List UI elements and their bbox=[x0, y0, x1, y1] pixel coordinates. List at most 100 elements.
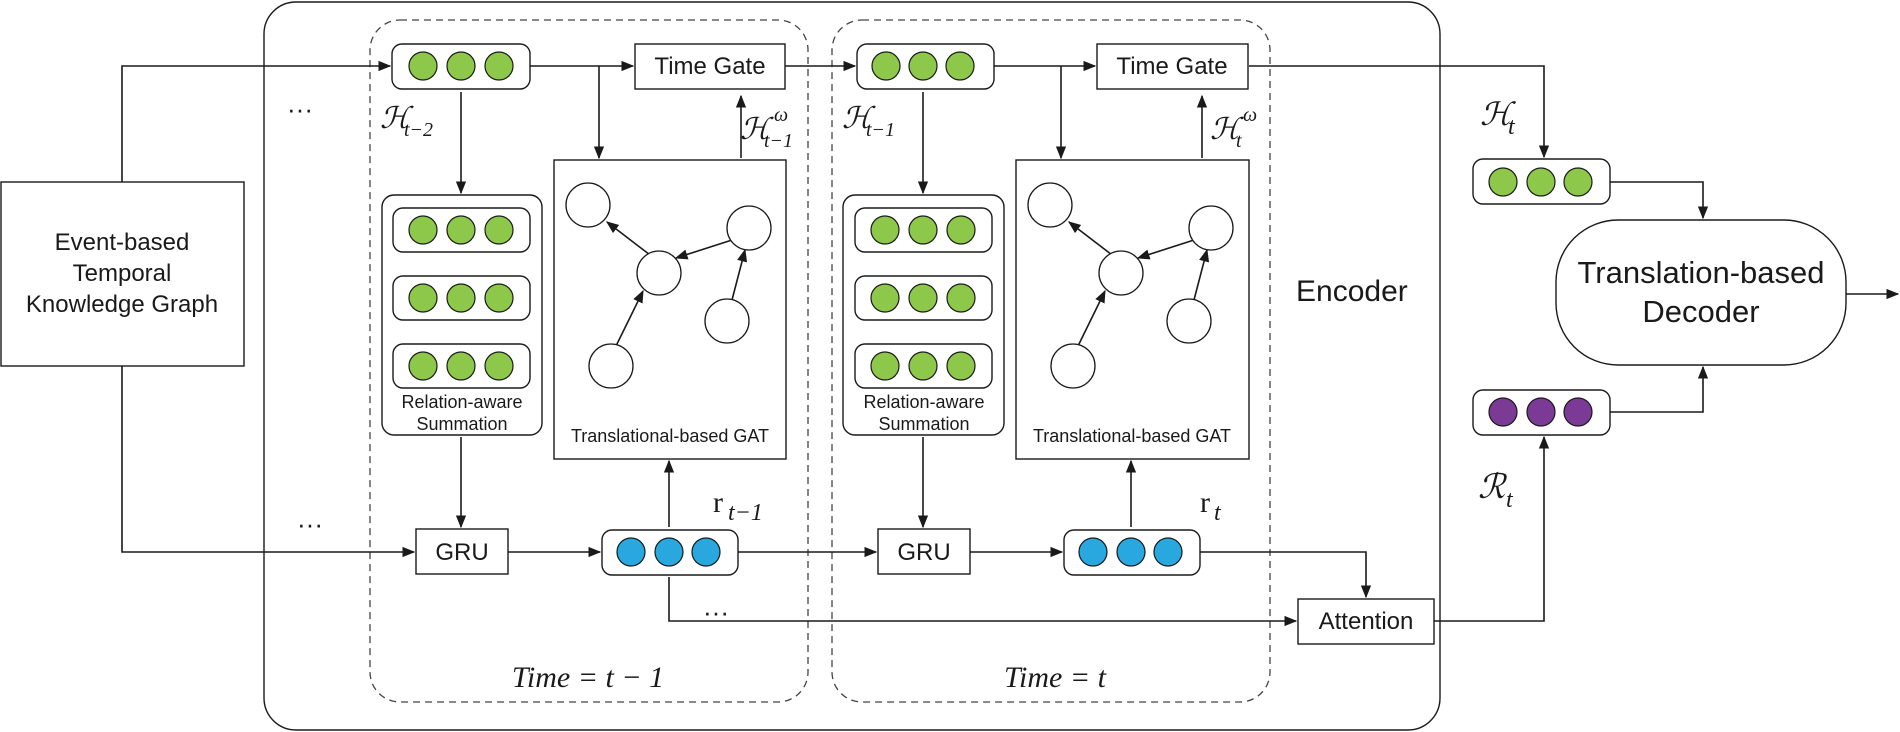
ellipsis-top: ··· bbox=[287, 94, 313, 124]
gru-t-minus-1: GRU bbox=[415, 528, 509, 575]
entity-dot bbox=[1488, 167, 1518, 197]
svg-text:t−2: t−2 bbox=[404, 119, 433, 141]
entity-dot bbox=[408, 51, 438, 81]
entity-dot bbox=[908, 283, 938, 313]
relation-dot bbox=[1116, 537, 1146, 567]
entity-dot bbox=[946, 215, 976, 245]
svg-text:Summation: Summation bbox=[878, 414, 969, 434]
svg-text:ℋ: ℋ bbox=[842, 102, 876, 135]
label-R-t: ℛ t bbox=[1478, 469, 1514, 513]
svg-text:ω: ω bbox=[774, 104, 788, 126]
gat-node bbox=[1050, 343, 1096, 389]
gru-t: GRU bbox=[877, 528, 971, 575]
entity-dot bbox=[408, 351, 438, 381]
entity-dot bbox=[484, 215, 514, 245]
relation-dot bbox=[616, 537, 646, 567]
source-label-line2: Temporal bbox=[73, 260, 172, 287]
time-label-prev: Time = t − 1 bbox=[512, 661, 664, 694]
relation-dot bbox=[654, 537, 684, 567]
svg-text:Relation-aware: Relation-aware bbox=[401, 392, 522, 412]
entity-dot bbox=[870, 215, 900, 245]
entity-dot bbox=[408, 215, 438, 245]
svg-text:t−1: t−1 bbox=[866, 119, 895, 141]
svg-text:t: t bbox=[1506, 487, 1514, 513]
entity-dot bbox=[446, 351, 476, 381]
entity-dot bbox=[908, 51, 938, 81]
svg-text:t: t bbox=[1508, 114, 1516, 140]
decoder-box: Translation-based Decoder bbox=[1555, 219, 1847, 366]
entity-dot bbox=[946, 283, 976, 313]
entity-dot bbox=[446, 215, 476, 245]
source-label-line1: Event-based bbox=[55, 229, 190, 256]
svg-text:ℛ: ℛ bbox=[1478, 469, 1508, 506]
relation-embedding-t bbox=[1063, 529, 1201, 576]
relation-output-dot bbox=[1526, 397, 1556, 427]
encoder-label: Encoder bbox=[1296, 275, 1408, 308]
svg-text:t: t bbox=[1236, 130, 1242, 152]
entity-dot bbox=[908, 215, 938, 245]
ellipsis-mid: ··· bbox=[297, 509, 323, 539]
svg-text:Summation: Summation bbox=[416, 414, 507, 434]
gat-node bbox=[726, 205, 772, 251]
entity-dot bbox=[908, 351, 938, 381]
entity-dot bbox=[446, 51, 476, 81]
svg-text:r: r bbox=[1200, 486, 1210, 519]
entity-dot bbox=[945, 51, 975, 81]
svg-text:Attention: Attention bbox=[1319, 608, 1414, 635]
svg-text:Translational-based GAT: Translational-based GAT bbox=[1033, 426, 1231, 446]
decoder-label-line2: Decoder bbox=[1642, 294, 1759, 329]
svg-text:ℋ: ℋ bbox=[1210, 113, 1244, 146]
label-Hw-t-minus-1: ℋ ω t−1 bbox=[740, 104, 793, 152]
entity-dot bbox=[1526, 167, 1556, 197]
gat-block-t: Translational-based GAT bbox=[1015, 159, 1250, 460]
entity-dot bbox=[870, 283, 900, 313]
gat-node bbox=[1166, 298, 1212, 344]
label-H-t-minus-2: ℋ t−2 bbox=[380, 102, 433, 141]
entity-dot bbox=[408, 283, 438, 313]
entity-dot bbox=[946, 351, 976, 381]
entity-dot bbox=[484, 51, 514, 81]
entity-output-embedding bbox=[1472, 158, 1611, 205]
relation-aware-summation-t: Relation-aware Summation bbox=[842, 194, 1005, 436]
entity-dot bbox=[870, 351, 900, 381]
relation-embedding-t-minus-1 bbox=[601, 529, 739, 576]
time-gate-t-minus-1: Time Gate bbox=[634, 43, 786, 90]
gat-node bbox=[1188, 205, 1234, 251]
gat-node bbox=[565, 182, 611, 228]
relation-output-dot bbox=[1488, 397, 1518, 427]
time-label-cur: Time = t bbox=[1004, 661, 1107, 694]
gat-node bbox=[636, 250, 682, 296]
gat-node bbox=[588, 343, 634, 389]
source-label-line3: Knowledge Graph bbox=[26, 291, 218, 318]
entity-dot bbox=[484, 283, 514, 313]
source-kg-box: Event-based Temporal Knowledge Graph bbox=[0, 181, 245, 367]
decoder-label-line1: Translation-based bbox=[1578, 255, 1825, 290]
gat-block-t-minus-1: Translational-based GAT bbox=[553, 159, 787, 460]
svg-text:Time Gate: Time Gate bbox=[1116, 53, 1227, 80]
entity-dot bbox=[484, 351, 514, 381]
svg-text:Translational-based GAT: Translational-based GAT bbox=[571, 426, 769, 446]
relation-dot bbox=[1153, 537, 1183, 567]
label-r-t: r t bbox=[1200, 486, 1222, 526]
svg-text:t−1: t−1 bbox=[728, 500, 763, 526]
timestep-frame-cur bbox=[831, 19, 1271, 703]
relation-aware-summation-t-minus-1: Relation-aware Summation bbox=[381, 194, 543, 436]
svg-text:ℋ: ℋ bbox=[1480, 96, 1516, 132]
gat-node bbox=[1027, 182, 1073, 228]
svg-text:Relation-aware: Relation-aware bbox=[863, 392, 984, 412]
relation-dot bbox=[1078, 537, 1108, 567]
entity-dot bbox=[1563, 167, 1593, 197]
connection-lines bbox=[121, 60, 1900, 627]
entity-embedding-t-minus-1 bbox=[856, 43, 995, 90]
relation-dot bbox=[691, 537, 721, 567]
label-r-t-minus-1: r t−1 bbox=[713, 486, 763, 526]
entity-embedding-t-minus-2 bbox=[391, 43, 531, 90]
svg-text:t−1: t−1 bbox=[764, 130, 793, 152]
svg-text:ℋ: ℋ bbox=[380, 102, 414, 135]
svg-text:ω: ω bbox=[1243, 104, 1257, 126]
ellipsis-bottom: ··· bbox=[703, 597, 729, 627]
time-gate-t: Time Gate bbox=[1096, 43, 1249, 90]
label-H-t: ℋ t bbox=[1480, 96, 1516, 140]
svg-text:GRU: GRU bbox=[435, 539, 488, 566]
